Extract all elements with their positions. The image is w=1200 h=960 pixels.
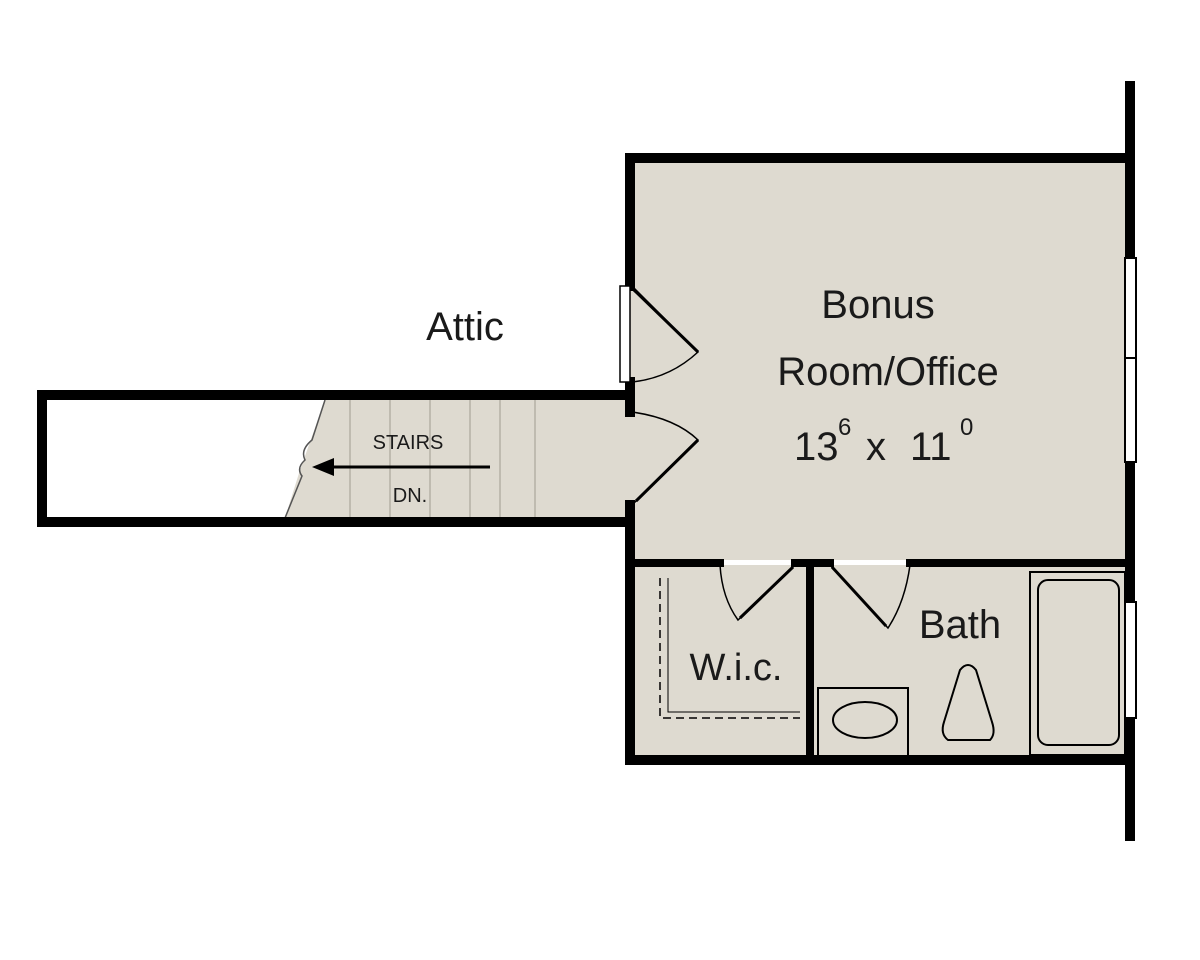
dim-width: 13 [794, 425, 839, 469]
floor-fills [285, 158, 1125, 757]
tub-outer [1029, 571, 1126, 756]
dim-length-sup: 0 [960, 414, 973, 441]
wic-shelf-line [659, 578, 800, 719]
window-middle [1124, 357, 1137, 463]
vanity [817, 687, 909, 757]
bonus-room-label-line1: Bonus [821, 283, 934, 327]
bathtub-icon [1037, 579, 1120, 746]
dim-x: x [866, 425, 886, 469]
window-upper [1124, 257, 1137, 359]
walls [37, 81, 1135, 841]
stairs-label: STAIRS [373, 432, 444, 454]
attic-door-opening [619, 285, 631, 383]
stair-arrow [312, 458, 490, 476]
bath-door-swing [829, 564, 911, 630]
window-bath [1124, 601, 1137, 719]
stairs-floor [285, 400, 630, 518]
sink-icon [832, 701, 898, 739]
stair-treads [349, 400, 536, 518]
stairs-direction-label: DN. [393, 485, 427, 507]
bonus-room-floor [630, 158, 1125, 560]
bath-fixtures [817, 571, 1126, 757]
bonus-room-dimensions: 13 6 x 11 0 [794, 414, 973, 469]
attic-label: Attic [426, 305, 504, 349]
wic-door-swing [719, 564, 796, 622]
dim-length: 11 [910, 425, 952, 469]
wic-label: W.i.c. [690, 647, 783, 689]
bath-label: Bath [919, 603, 1001, 647]
dim-width-sup: 6 [838, 414, 851, 441]
stair-break-line [284, 399, 326, 519]
bonus-room-label-line2: Room/Office [777, 350, 999, 394]
windows [1124, 257, 1137, 719]
toilet-icon [941, 664, 995, 741]
wic-shelf-edge [667, 578, 800, 713]
doors [619, 285, 911, 630]
bath-floor [812, 565, 1125, 757]
